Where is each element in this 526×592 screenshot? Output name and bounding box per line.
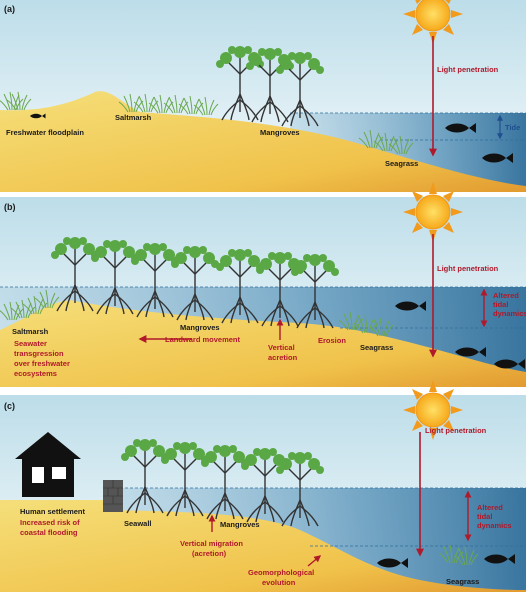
panel-b-altered-line2: tidal [493,300,508,309]
panel-b-saltmarsh-label: Saltmarsh [12,327,49,336]
panel-c: (c) Human settlement Increased risk of c… [0,379,526,592]
panel-c-light-label: Light penetration [425,426,487,435]
panel-c-altered-line3: dynamics [477,521,512,530]
panel-c-mangroves-label: Mangroves [220,520,260,529]
panel-a-seagrass-label: Seagrass [385,159,418,168]
panel-a-mangroves-label: Mangroves [260,128,300,137]
panel-b-seagrass-label: Seagrass [360,343,393,352]
panel-b-tag: (b) [4,202,16,212]
panel-c-geo-line1: Geomorphological [248,568,314,577]
panel-b-erosion-label: Erosion [318,336,346,345]
panel-c-geo-line2: evolution [262,578,296,587]
panel-a-saltmarsh-label: Saltmarsh [115,113,152,122]
panel-c-risk-line2: coastal flooding [20,528,78,537]
panel-b-seawater-line4: ecosystems [14,369,57,378]
panel-b-vertical-line2: acretion [268,353,298,362]
panel-c-house-icon [15,432,81,497]
panel-c-vertical-line1: Vertical migration [180,539,243,548]
panel-b-landward-label: Landward movement [165,335,241,344]
panel-c-altered-line1: Altered [477,503,503,512]
panel-b-seawater-line2: transgression [14,349,64,358]
panel-a-tag: (a) [4,4,15,14]
panel-a-freshwater-label: Freshwater floodplain [6,128,84,137]
panel-c-risk-line1: Increased risk of [20,518,80,527]
panel-a-tide-label: Tide [505,123,520,132]
panel-c-seawall-icon [103,480,123,512]
panel-b-light-label: Light penetration [437,264,499,273]
panel-c-altered-line2: tidal [477,512,492,521]
panel-c-seagrass-label: Seagrass [446,577,479,586]
panel-b-mangroves-label: Mangroves [180,323,220,332]
panel-b: (b) Saltmarsh Seawater transgression ove… [0,181,526,387]
panel-b-sun-icon [402,181,464,243]
panel-c-vertical-line2: (acretion) [192,549,227,558]
panel-b-vertical-line1: Vertical [268,343,295,352]
panel-b-seawater-line1: Seawater [14,339,47,348]
panel-b-altered-line1: Altered [493,291,519,300]
panel-a-light-label: Light penetration [437,65,499,74]
panel-a: (a) Freshwater floodplain Saltmarsh Mang… [0,0,526,192]
panel-c-seawall-label: Seawall [124,519,152,528]
panel-b-seawater-line3: over freshwater [14,359,70,368]
panel-c-tag: (c) [4,401,15,411]
panel-c-human-label: Human settlement [20,507,86,516]
panel-b-altered-line3: dynamics [493,309,526,318]
